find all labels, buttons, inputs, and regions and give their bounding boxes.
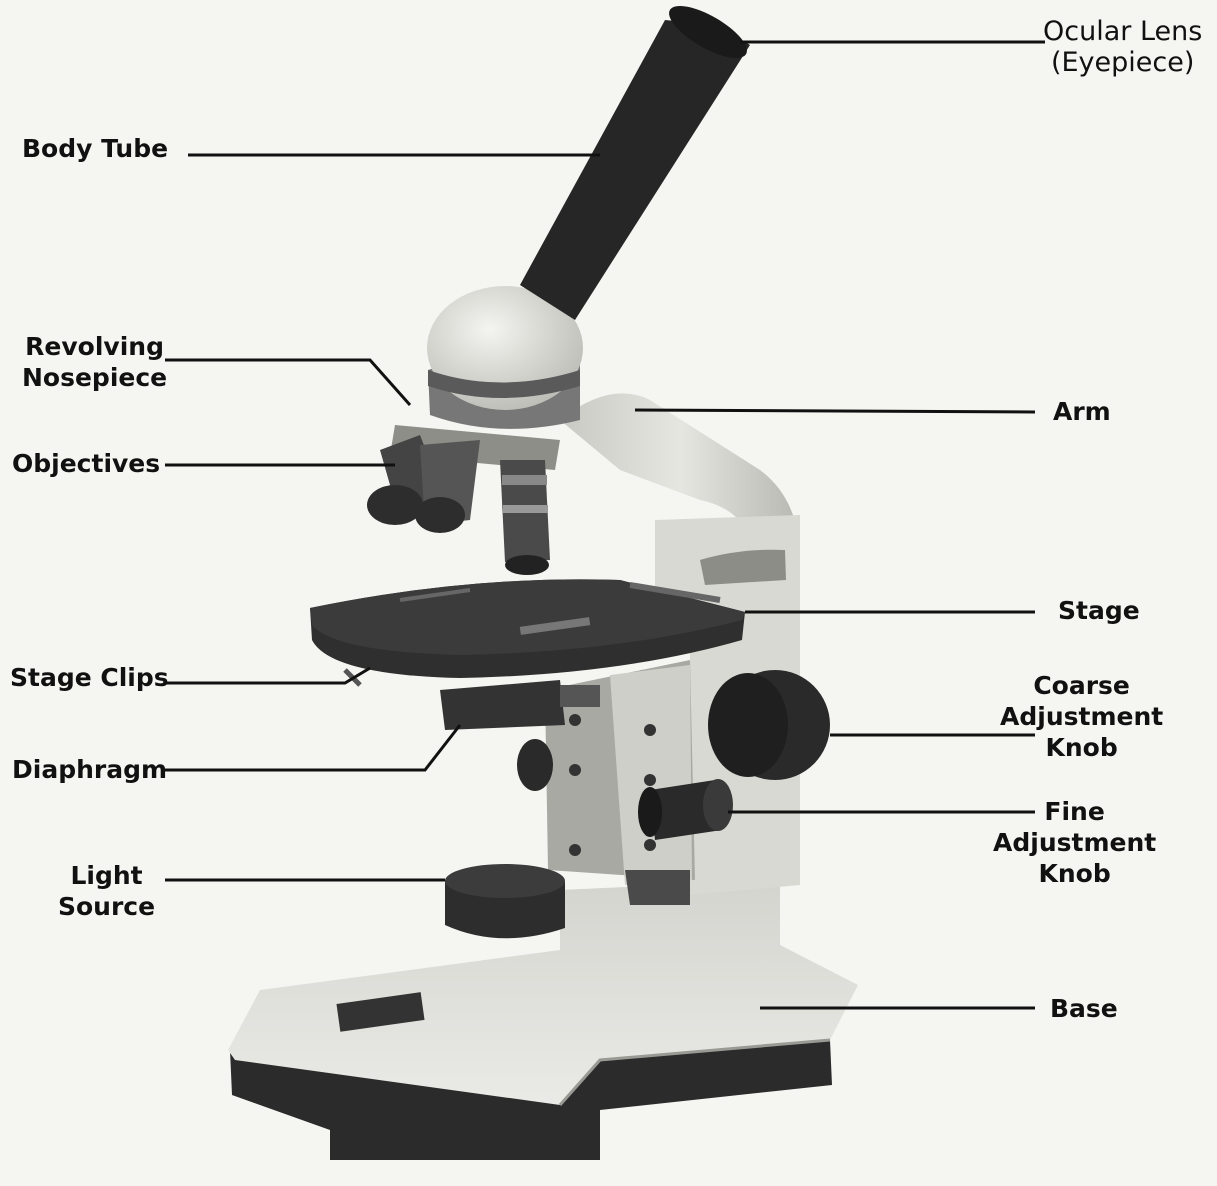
objectives-part (367, 425, 560, 575)
label-stage-clips: Stage Clips (10, 662, 169, 693)
stage-clips-leader (165, 668, 370, 683)
label-coarse-line3: Knob (1000, 732, 1163, 763)
label-fine-adjustment-knob: Fine Adjustment Knob (993, 796, 1156, 889)
body-tube-part (520, 0, 754, 320)
label-ocular-lens: Ocular Lens (Eyepiece) (1043, 16, 1202, 78)
label-base: Base (1050, 993, 1118, 1024)
fine-knob-part (638, 779, 733, 840)
light-source-part (445, 864, 565, 938)
left-knob-part (517, 739, 553, 791)
label-revolving-line1: Revolving (22, 331, 167, 362)
label-ocular-lens-line1: Ocular Lens (1043, 16, 1202, 47)
label-arm: Arm (1053, 396, 1111, 427)
label-light-source: Light Source (58, 860, 155, 922)
label-revolving-line2: Nosepiece (22, 362, 167, 393)
label-ocular-lens-line2: (Eyepiece) (1043, 47, 1202, 78)
diaphragm-leader (162, 725, 460, 770)
label-objectives: Objectives (12, 448, 160, 479)
label-fine-line2: Adjustment (993, 827, 1156, 858)
label-coarse-line2: Adjustment (1000, 701, 1163, 732)
label-stage: Stage (1058, 595, 1140, 626)
coarse-knob-part (708, 670, 830, 780)
label-coarse-line1: Coarse (1000, 670, 1163, 701)
label-diaphragm: Diaphragm (12, 754, 167, 785)
arm-leader (635, 410, 1035, 412)
label-light-line1: Light (58, 860, 155, 891)
revolving-nosepiece-leader (165, 360, 410, 405)
label-coarse-adjustment-knob: Coarse Adjustment Knob (1000, 670, 1163, 763)
label-fine-line1: Fine (993, 796, 1156, 827)
label-fine-line3: Knob (993, 858, 1156, 889)
label-revolving-nosepiece: Revolving Nosepiece (22, 331, 167, 393)
label-body-tube: Body Tube (22, 133, 168, 164)
label-light-line2: Source (58, 891, 155, 922)
